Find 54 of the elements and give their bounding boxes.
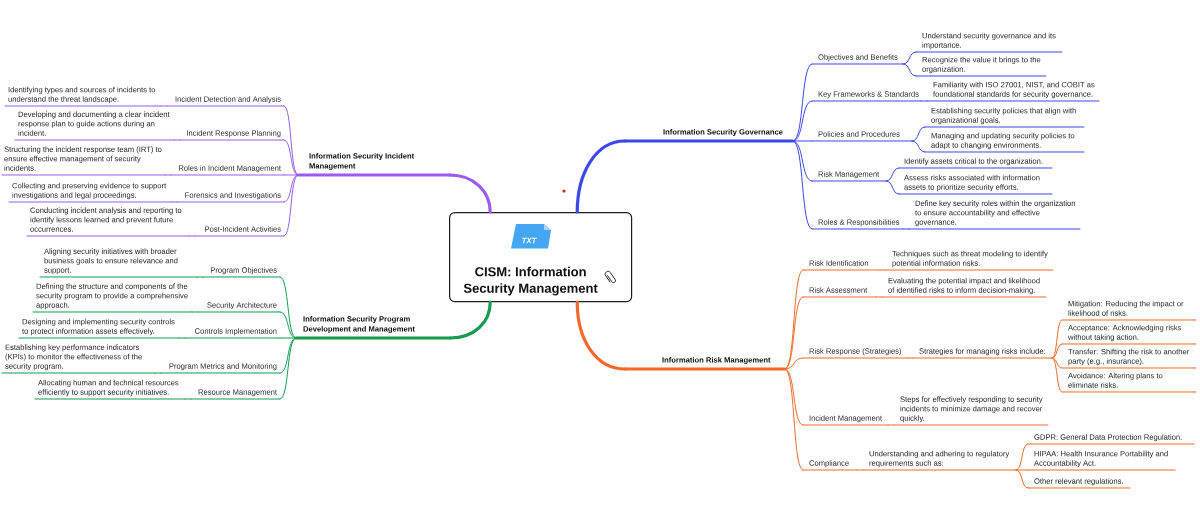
connector-line	[1051, 343, 1063, 359]
connector-line	[196, 276, 204, 278]
connector-line	[283, 174, 299, 237]
connector-line	[1051, 319, 1063, 359]
connector-line	[1015, 469, 1029, 489]
connector-line	[911, 140, 926, 153]
connector-line	[902, 228, 910, 230]
connector-line	[283, 139, 299, 176]
connector-line	[906, 357, 914, 359]
connector-line	[792, 63, 813, 142]
branch-line	[448, 173, 492, 214]
connector-line	[784, 269, 804, 370]
branch-line	[575, 139, 627, 214]
connector-line	[188, 235, 196, 237]
connector-line	[164, 174, 172, 176]
connector-line	[283, 174, 299, 176]
connector-line	[160, 105, 168, 107]
branch-line	[448, 300, 492, 340]
connector-line	[279, 276, 297, 339]
connector-line	[170, 201, 178, 203]
connector-line	[191, 311, 199, 313]
connector-line	[1015, 443, 1029, 471]
connector-line	[885, 180, 900, 195]
connector-line	[1051, 357, 1063, 393]
connector-line	[911, 126, 926, 142]
connector-line	[784, 368, 804, 426]
connector-line	[283, 174, 299, 203]
connector-line	[279, 337, 297, 374]
connector-line	[283, 105, 299, 176]
branch-line	[575, 300, 627, 371]
connector-line	[902, 63, 917, 77]
connector-line	[792, 140, 813, 142]
connector-line	[784, 296, 804, 370]
connector-line	[792, 140, 813, 230]
connector-line	[184, 398, 192, 400]
connector-line	[784, 357, 804, 370]
connector-line	[1015, 469, 1029, 471]
connector-line	[784, 368, 804, 471]
connector-line	[279, 337, 297, 339]
connector-line	[792, 140, 813, 182]
connector-line	[279, 311, 297, 339]
connector-line	[887, 424, 895, 426]
connector-line	[875, 296, 883, 298]
connector-line	[792, 100, 813, 142]
connector-line	[902, 51, 917, 65]
connector-line	[178, 337, 186, 339]
connector-line	[920, 100, 928, 102]
connector-line	[885, 167, 900, 182]
connector-line	[279, 337, 297, 400]
connector-line	[1051, 357, 1063, 369]
connector-line	[173, 139, 181, 141]
connector-line	[879, 269, 887, 271]
connector-line	[856, 469, 864, 471]
connector-line	[154, 372, 162, 374]
